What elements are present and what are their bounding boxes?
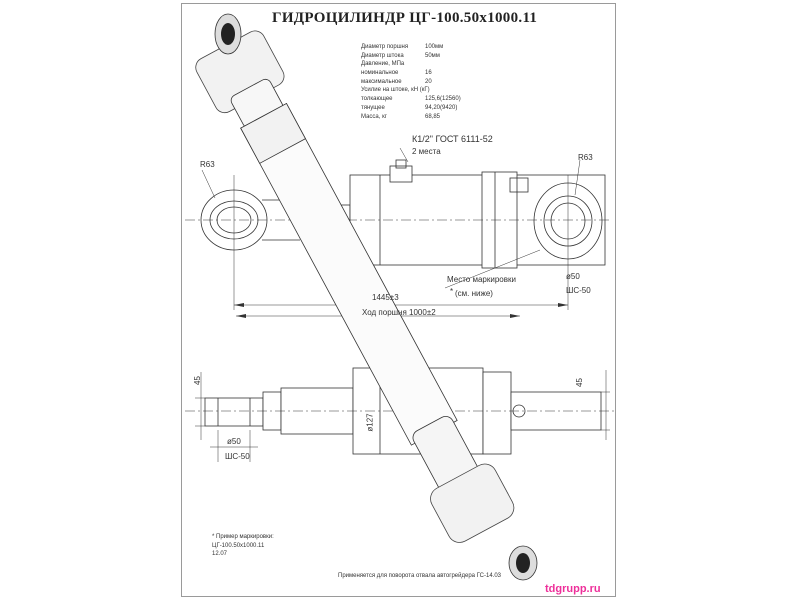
spec-row: Диаметр поршня 100мм: [361, 43, 461, 52]
radius-left-label: R63: [200, 160, 215, 169]
bearing-right-label: ШС-50: [566, 286, 591, 295]
marking-asterisk: *: [450, 287, 454, 296]
dim-45-right: 45: [574, 378, 584, 387]
spec-label: Усилие на штоке, кН (кГ): [361, 87, 430, 94]
spec-label: номинальное: [361, 70, 399, 77]
spec-row: максимальное 20: [361, 78, 461, 87]
spec-label: Масса, кг: [361, 113, 387, 120]
spec-label: Давление, МПа: [361, 61, 405, 68]
spec-row: тянущее 94,20(9420): [361, 104, 461, 113]
spec-value: 16: [425, 70, 432, 77]
places-count-label: 2 места: [412, 147, 441, 156]
spec-value: 100мм: [425, 44, 444, 50]
rod-eye-bottom: [508, 545, 538, 581]
drawing-title: ГИДРОЦИЛИНДР ЦГ-100.50х1000.11: [272, 10, 538, 26]
spec-row: Давление, МПа: [361, 60, 461, 69]
dim-45-left: 45: [192, 376, 202, 385]
spec-value: 94,20(9420): [425, 104, 458, 111]
radius-right-label: R63: [578, 153, 593, 162]
spec-label: максимальное: [361, 78, 402, 85]
spec-value: 125,6(12560): [425, 96, 461, 103]
spec-row: Диаметр штока 50мм: [361, 52, 461, 61]
spec-row: номинальное 16: [361, 69, 461, 78]
stroke-dimension: Ход поршня 1000±2: [362, 308, 436, 317]
rod-eye-top: [214, 13, 242, 55]
marking-example-note: * Пример маркировки: ЦГ-100.50х1000.11 1…: [212, 533, 274, 559]
marking-place-label: Место маркировки: [447, 275, 516, 284]
length-dimension: 1445±3: [372, 293, 399, 302]
diameter-left-label: ø50: [227, 437, 241, 446]
spec-value: 68,85: [425, 113, 441, 120]
note-line: 12.07: [212, 551, 228, 557]
site-watermark: tdgrupp.ru: [545, 583, 601, 595]
note-line: * Пример маркировки:: [212, 534, 274, 540]
diameter-127-label: ø127: [365, 413, 375, 432]
diameter-right-label: ø50: [566, 272, 580, 281]
spec-label: Диаметр поршня: [361, 44, 409, 50]
specs-table: Диаметр поршня 100мм Диаметр штока 50мм Да…: [361, 43, 461, 121]
spec-value: 50мм: [425, 52, 440, 59]
spec-row: Усилие на штоке, кН (кГ): [361, 86, 461, 95]
cylinder-3d-view: [195, 30, 515, 543]
spec-row: толкающее 125,6(12560): [361, 95, 461, 104]
port-thread-label: К1/2" ГОСТ 6111-52: [412, 134, 493, 144]
spec-label: толкающее: [361, 96, 393, 103]
spec-row: Масса, кг 68,85: [361, 113, 461, 122]
spec-label: Диаметр штока: [361, 52, 404, 59]
bearing-left-label: ШС-50: [225, 452, 250, 461]
spec-label: тянущее: [361, 104, 385, 111]
spec-value: 20: [425, 78, 432, 85]
application-note: Применяется для поворота отвала автогрей…: [338, 573, 501, 579]
note-line: ЦГ-100.50х1000.11: [212, 542, 265, 549]
marking-see-label: (см. ниже): [455, 289, 493, 298]
